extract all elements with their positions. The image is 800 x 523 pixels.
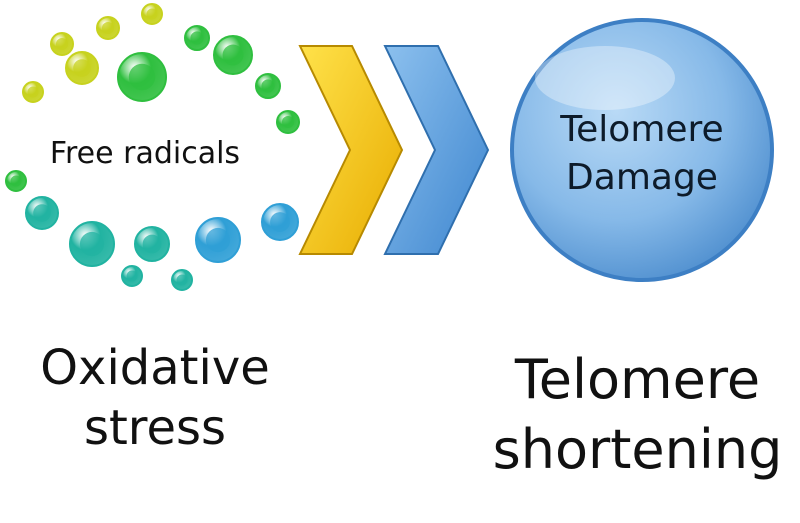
telomere-shortening-label: Telomere shortening — [475, 345, 800, 485]
telomere-shortening-line-1: Telomere — [514, 348, 761, 411]
oxidative-stress-label: Oxidative stress — [10, 338, 300, 458]
telomere-shortening-line-2: shortening — [492, 418, 783, 481]
radical-bubble-core — [205, 227, 231, 253]
radical-bubble-core — [222, 44, 244, 66]
telomere-damage-sphere-icon — [510, 18, 774, 282]
oxidative-stress-line-2: stress — [83, 400, 227, 456]
radical-bubble-core — [33, 204, 51, 222]
radical-bubble-core — [176, 274, 188, 286]
radical-bubble-core — [73, 59, 91, 77]
radical-bubble-core — [146, 8, 158, 20]
sphere-highlight — [535, 46, 675, 110]
radical-bubble-core — [190, 31, 204, 45]
telomere-damage-label: Telomere Damage — [522, 106, 762, 202]
radical-bubble-core — [128, 63, 156, 91]
free-radicals-group — [5, 3, 300, 291]
telomere-damage-line-1: Telomere — [560, 109, 724, 150]
radical-bubble-core — [126, 270, 138, 282]
radical-bubble-core — [10, 175, 22, 187]
radical-bubble-core — [270, 212, 290, 232]
free-radicals-label: Free radicals — [49, 136, 241, 171]
radical-bubble-core — [142, 234, 162, 254]
radical-bubble-core — [55, 37, 69, 51]
radical-bubble-core — [281, 115, 295, 129]
yellow-chevron-arrow-icon — [298, 45, 404, 255]
oxidative-stress-line-1: Oxidative — [40, 340, 270, 396]
telomere-damage-line-2: Damage — [566, 157, 718, 198]
radical-bubble-core — [261, 79, 275, 93]
radical-bubble-core — [27, 86, 39, 98]
radical-bubble-core — [101, 21, 115, 35]
radical-bubble-core — [79, 231, 105, 257]
blue-chevron-arrow-icon — [383, 45, 490, 255]
